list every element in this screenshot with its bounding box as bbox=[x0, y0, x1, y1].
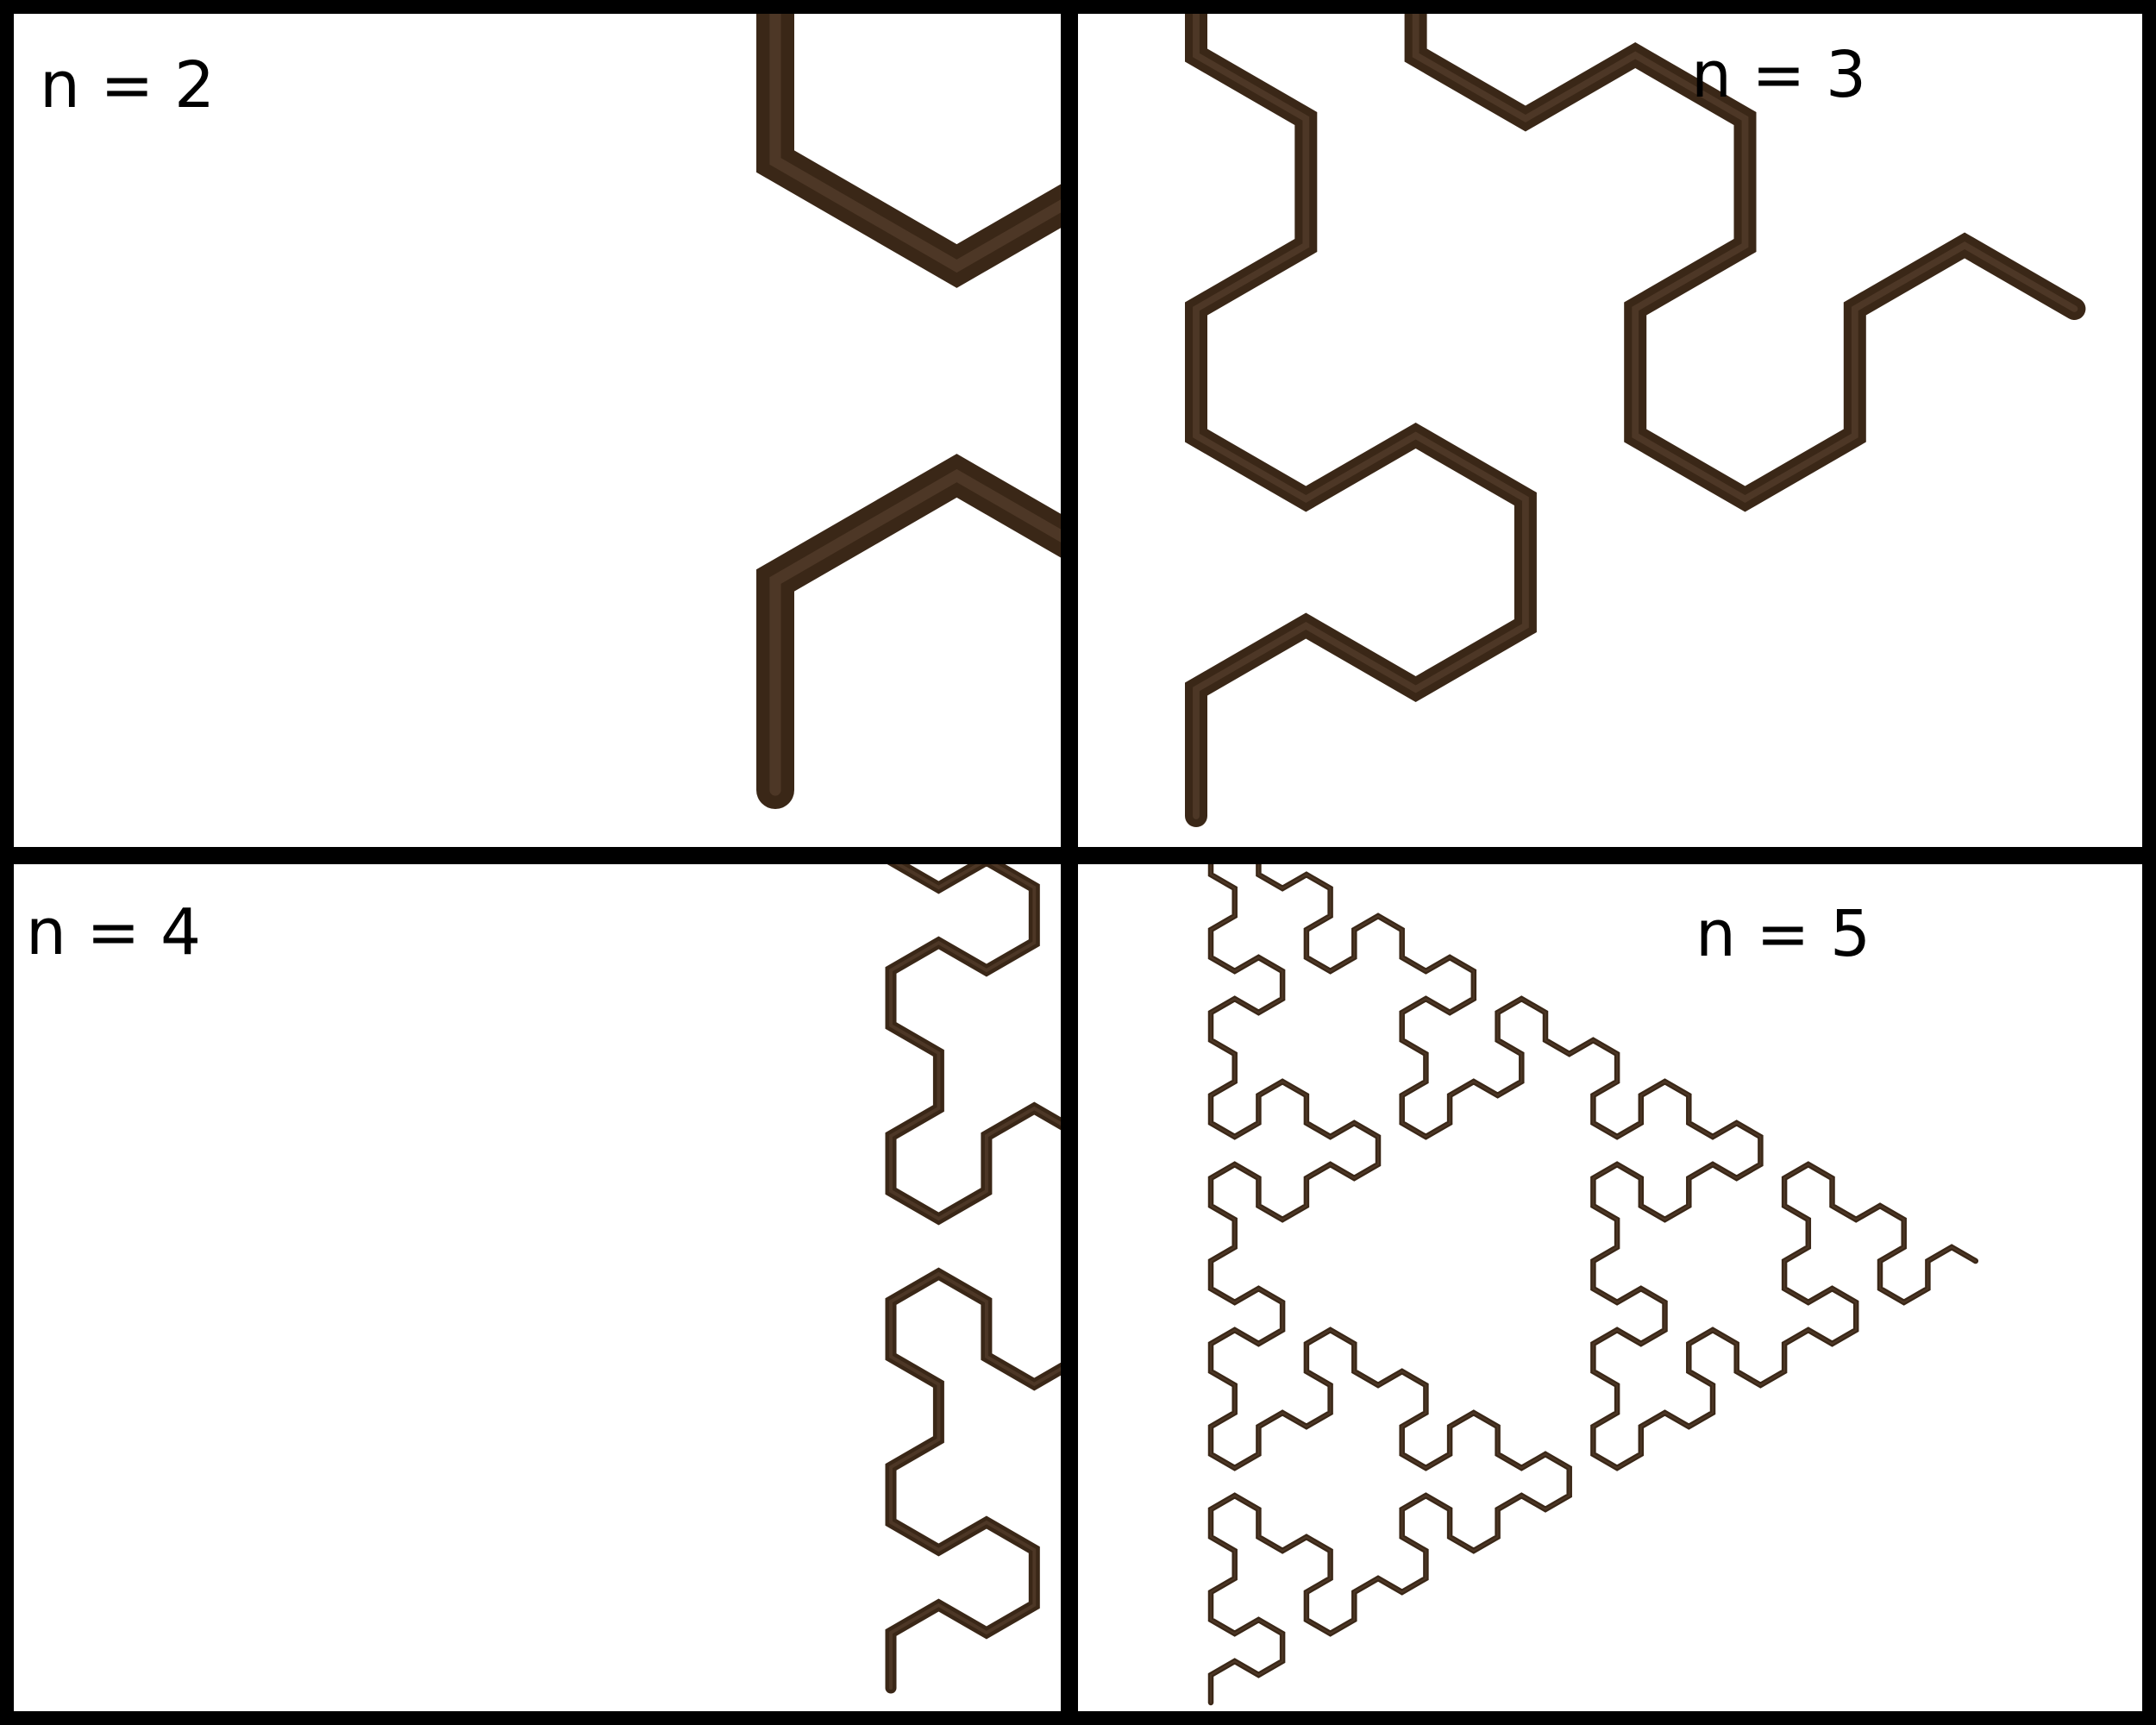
panel-n3: n = 3 bbox=[1078, 14, 2142, 847]
curve-canvas-n3 bbox=[1185, 14, 2086, 827]
panel-n5: n = 5 bbox=[1078, 864, 2142, 1711]
curve-canvas-n5 bbox=[1207, 864, 1979, 1706]
curve-canvas-n4 bbox=[885, 864, 1061, 1694]
curve-highlight-n4 bbox=[889, 864, 1061, 1690]
panel-n2: n = 2 bbox=[14, 14, 1061, 847]
panel-label-n2: n = 2 bbox=[40, 48, 216, 122]
sierpinski-curve-n2 bbox=[756, 14, 1061, 809]
panel-label-n3: n = 3 bbox=[1691, 38, 1867, 112]
curve-canvas-n2 bbox=[756, 14, 1061, 809]
curve-highlight-n3 bbox=[1193, 14, 2078, 819]
panel-label-n4: n = 4 bbox=[26, 895, 202, 969]
curve-highlight-n5 bbox=[1210, 864, 1977, 1703]
panel-label-n5: n = 5 bbox=[1695, 897, 1871, 971]
curve-highlight-n2 bbox=[769, 14, 1061, 796]
panel-n4: n = 4 bbox=[14, 864, 1061, 1711]
